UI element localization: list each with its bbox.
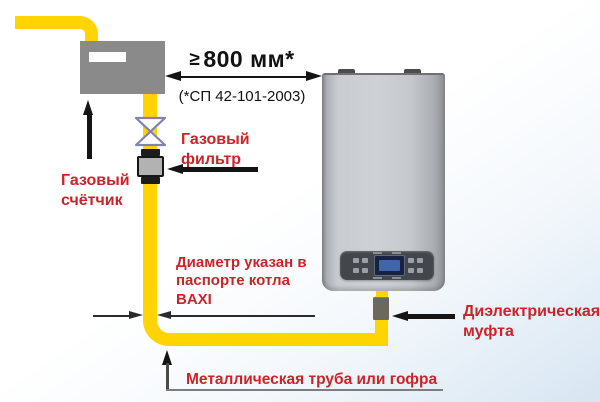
boiler-display [374, 255, 405, 276]
distance-note: (*СП 42-101-2003) [178, 88, 306, 105]
filter-body [137, 156, 164, 177]
boiler-button [417, 258, 423, 263]
dielectric-coupling [373, 297, 389, 320]
diameter-line-right [171, 315, 315, 317]
boiler-display-screen [379, 260, 400, 271]
coupling-pointer-arrowhead-icon [392, 311, 408, 321]
gas-meter [80, 41, 165, 94]
gas-filter-label: Газовый фильтр [181, 131, 250, 168]
filter-top-collar [141, 149, 160, 156]
boiler-button [408, 268, 414, 273]
distance-value: 800 мм* [203, 46, 295, 72]
pipe-pointer-arrowhead-icon [162, 350, 172, 365]
dielectric-coupling-label: Диэлектрическая муфта [463, 303, 600, 340]
meter-pointer-shaft [87, 113, 92, 159]
boiler-mount-tab-left [338, 69, 355, 74]
pipe-pointer-shaft [166, 363, 169, 390]
boiler-control-panel [340, 251, 434, 280]
distance-label: ≥800 мм* [163, 46, 321, 73]
metal-pipe-underline [166, 389, 443, 391]
boiler-button [362, 268, 368, 273]
boiler-mount-tab-right [404, 69, 421, 74]
coupling-pointer-shaft [407, 314, 455, 319]
distance-arrow-line [179, 76, 309, 78]
gas-pipe-inlet-elbow [15, 16, 98, 48]
boiler-panel-mark [392, 277, 401, 279]
metal-pipe-label: Металлическая труба или гофра [186, 371, 438, 388]
gas-meter-display-slot [89, 52, 126, 62]
diameter-line-left [93, 315, 135, 317]
boiler-panel-mark [373, 277, 382, 279]
diameter-arrowhead-right-icon [129, 311, 143, 319]
filter-bottom-collar [141, 177, 160, 184]
boiler-button [353, 258, 359, 263]
gas-meter-label: Газовый счётчик [61, 172, 130, 209]
boiler-button [417, 268, 423, 273]
meter-pointer-arrowhead-icon [83, 100, 93, 115]
boiler-button [362, 258, 368, 263]
filter-pointer-shaft [182, 167, 258, 172]
distance-gte-sign: ≥ [189, 49, 201, 70]
boiler-panel-mark [392, 252, 401, 254]
boiler-button [353, 268, 359, 273]
diameter-arrowhead-left-icon [157, 311, 171, 319]
shutoff-valve-icon [134, 116, 167, 147]
gas-filter-fitting [137, 149, 164, 184]
distance-arrowhead-right-icon [306, 71, 322, 81]
filter-pointer-arrowhead-icon [167, 164, 183, 174]
boiler-panel-mark [373, 252, 382, 254]
distance-arrowhead-left-icon [165, 71, 181, 81]
boiler-button [408, 258, 414, 263]
diameter-note-label: Диаметр указан в паспорте котла BAXI [176, 254, 307, 308]
